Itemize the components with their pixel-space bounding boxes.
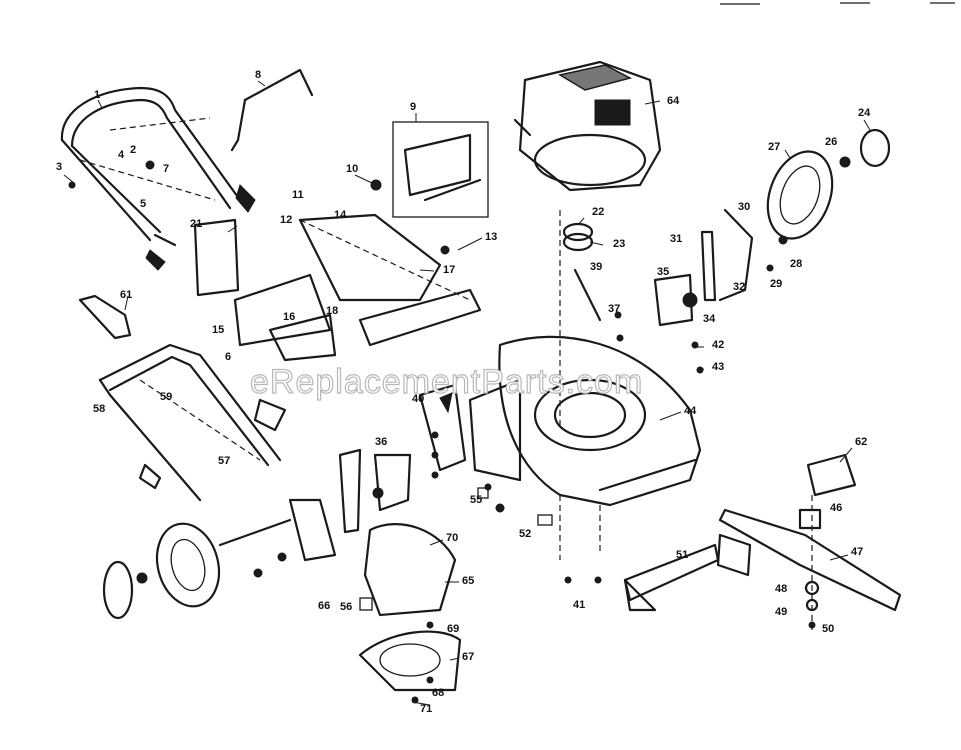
callout-label: 3	[56, 161, 62, 173]
wheel-27-rear	[653, 128, 891, 327]
callout-label: 26	[825, 136, 837, 148]
callout-label: 36	[375, 436, 387, 448]
callout-label: 71	[420, 703, 432, 715]
callout-label: 40	[412, 393, 424, 405]
callout-label: 68	[432, 687, 444, 699]
callout-label: 70	[446, 532, 458, 544]
bag-frame-9	[392, 121, 489, 218]
callout-label: 11	[292, 189, 304, 201]
callout-labels: 1 2 3 4 5 6 7 8 9 10 11 12 13 14 15 16 1…	[56, 69, 871, 715]
callout-label: 62	[855, 436, 867, 448]
callout-label: 31	[670, 233, 682, 245]
discharge-chute	[193, 213, 482, 362]
callout-label: 34	[703, 313, 716, 325]
leader-lines	[63, 80, 871, 706]
callout-label: 48	[775, 583, 787, 595]
callout-label: 52	[519, 528, 531, 540]
callout-label: 30	[738, 201, 750, 213]
callout-label: 16	[283, 311, 295, 323]
callout-label: 66	[318, 600, 330, 612]
mower-deck-44	[468, 335, 702, 560]
callout-label: 17	[443, 264, 455, 276]
callout-label: 35	[657, 266, 669, 278]
callout-label: 15	[212, 324, 224, 336]
callout-label: 47	[851, 546, 863, 558]
callout-label: 65	[462, 575, 474, 587]
callout-label: 49	[775, 606, 787, 618]
callout-label: 39	[590, 261, 602, 273]
callout-label: 23	[613, 238, 625, 250]
callout-label: 4	[118, 149, 125, 161]
hardware	[253, 179, 788, 704]
callout-label: 12	[280, 214, 292, 226]
callout-label: 37	[608, 303, 620, 315]
callout-label: 10	[346, 163, 358, 175]
callout-label: 22	[592, 206, 604, 218]
lower-handle-58	[78, 294, 287, 502]
engine-64	[513, 60, 662, 192]
callout-label: 51	[676, 549, 688, 561]
upper-handle	[60, 86, 242, 247]
callout-label: 1	[94, 89, 100, 101]
callout-label: 69	[447, 623, 459, 635]
callout-label: 56	[340, 601, 352, 613]
callout-label: 14	[334, 209, 347, 221]
callout-label: 29	[770, 278, 782, 290]
callout-label: 43	[712, 361, 724, 373]
baffle-51	[623, 533, 752, 612]
callout-label: 9	[410, 101, 416, 113]
wheel-27-front	[102, 448, 412, 620]
callout-label: 44	[684, 405, 697, 417]
callout-label: 42	[712, 339, 724, 351]
height-adjuster-40	[418, 383, 467, 472]
callout-label: 64	[667, 95, 680, 107]
handle-knobs	[68, 160, 256, 271]
blade-47	[718, 453, 902, 630]
callout-label: 67	[462, 651, 474, 663]
callout-label: 2	[130, 144, 136, 156]
top-edge-artifacts	[720, 2, 955, 5]
callout-label: 5	[140, 198, 146, 210]
callout-label: 59	[160, 391, 172, 403]
callout-label: 7	[163, 163, 169, 175]
callout-label: 13	[485, 231, 497, 243]
watermark: eReplacementParts.com	[250, 363, 643, 401]
callout-label: 50	[822, 623, 834, 635]
callout-label: 41	[573, 599, 585, 611]
handle-bracket-8	[230, 68, 314, 152]
callout-label: 28	[790, 258, 802, 270]
callout-label: 57	[218, 455, 230, 467]
callout-label: 61	[120, 289, 132, 301]
callout-label: 46	[830, 502, 842, 514]
callout-label: 8	[255, 69, 261, 81]
callout-label: 21	[190, 218, 202, 230]
rear-shield-65	[358, 523, 462, 692]
callout-label: 6	[225, 351, 231, 363]
callout-label: 32	[733, 281, 745, 293]
callout-label: 58	[93, 403, 105, 415]
callout-label: 18	[326, 305, 338, 317]
callout-label: 55	[470, 494, 482, 506]
callout-label: 24	[858, 107, 871, 119]
callout-label: 27	[768, 141, 780, 153]
